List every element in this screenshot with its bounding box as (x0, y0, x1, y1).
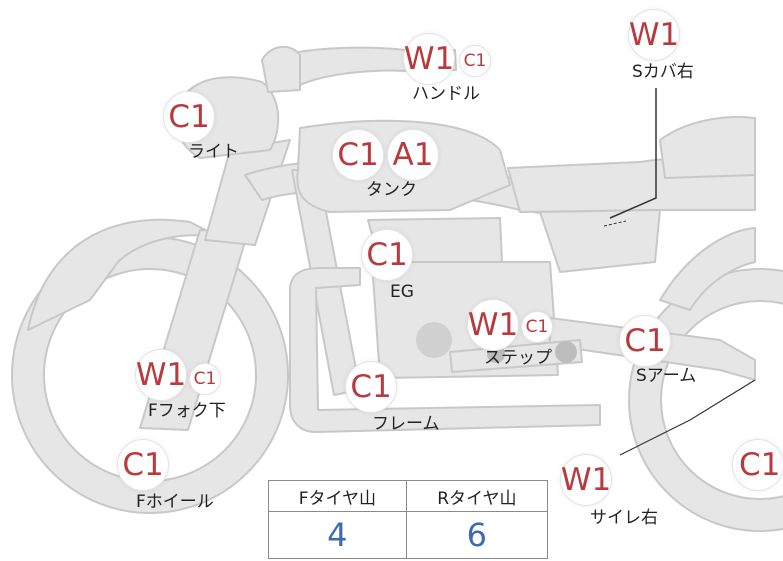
motorcycle-illustration (11, 45, 783, 532)
rear-tire-tread-header: Rタイヤ山 (405, 480, 549, 512)
step-w-badge[interactable]: W1 (468, 300, 518, 350)
handle-label: ハンドル (412, 84, 480, 104)
step-label: ステップ (484, 348, 552, 368)
ffork-w-badge[interactable]: W1 (136, 350, 186, 400)
tank-c-badge[interactable]: C1 (333, 130, 383, 180)
rwheel-c-badge[interactable]: C1 (733, 440, 783, 490)
light-c-badge[interactable]: C1 (164, 92, 214, 142)
front-tire-tread-value[interactable]: 4 (268, 511, 407, 559)
sarm-c-badge[interactable]: C1 (620, 316, 670, 366)
step-c-badge[interactable]: C1 (522, 312, 552, 342)
front-tire-tread-header: Fタイヤ山 (268, 480, 407, 512)
frame-c-badge[interactable]: C1 (346, 362, 396, 412)
motorcycle-inspection-diagram: W1 C1 ハンドル W1 Sカバ右 C1 ライト C1 A1 タンク C1 E… (11, 10, 783, 559)
tire-tread-table: Fタイヤ山 Rタイヤ山 4 6 (268, 480, 549, 559)
light-label: ライト (188, 142, 239, 162)
scover-w-badge[interactable]: W1 (629, 10, 679, 60)
eg-c-badge[interactable]: C1 (362, 230, 412, 280)
frame-label: フレーム (372, 414, 440, 434)
sarm-label: Sアーム (636, 366, 697, 386)
handle-c-badge[interactable]: C1 (460, 46, 490, 76)
silencer-w-badge[interactable]: W1 (561, 455, 611, 505)
fwheel-c-badge[interactable]: C1 (118, 440, 168, 490)
silencer-label: サイレ右 (590, 508, 658, 528)
ffork-c-badge[interactable]: C1 (190, 364, 220, 394)
tank-a-badge[interactable]: A1 (388, 130, 438, 180)
fwheel-label: Fホイール (136, 492, 214, 512)
handle-w-badge[interactable]: W1 (404, 34, 454, 84)
ffork-label: Fフォク下 (148, 401, 226, 421)
scover-label: Sカバ右 (632, 62, 694, 82)
tank-label: タンク (366, 180, 417, 200)
rear-tire-tread-value[interactable]: 6 (405, 511, 549, 559)
eg-label: EG (390, 282, 414, 302)
